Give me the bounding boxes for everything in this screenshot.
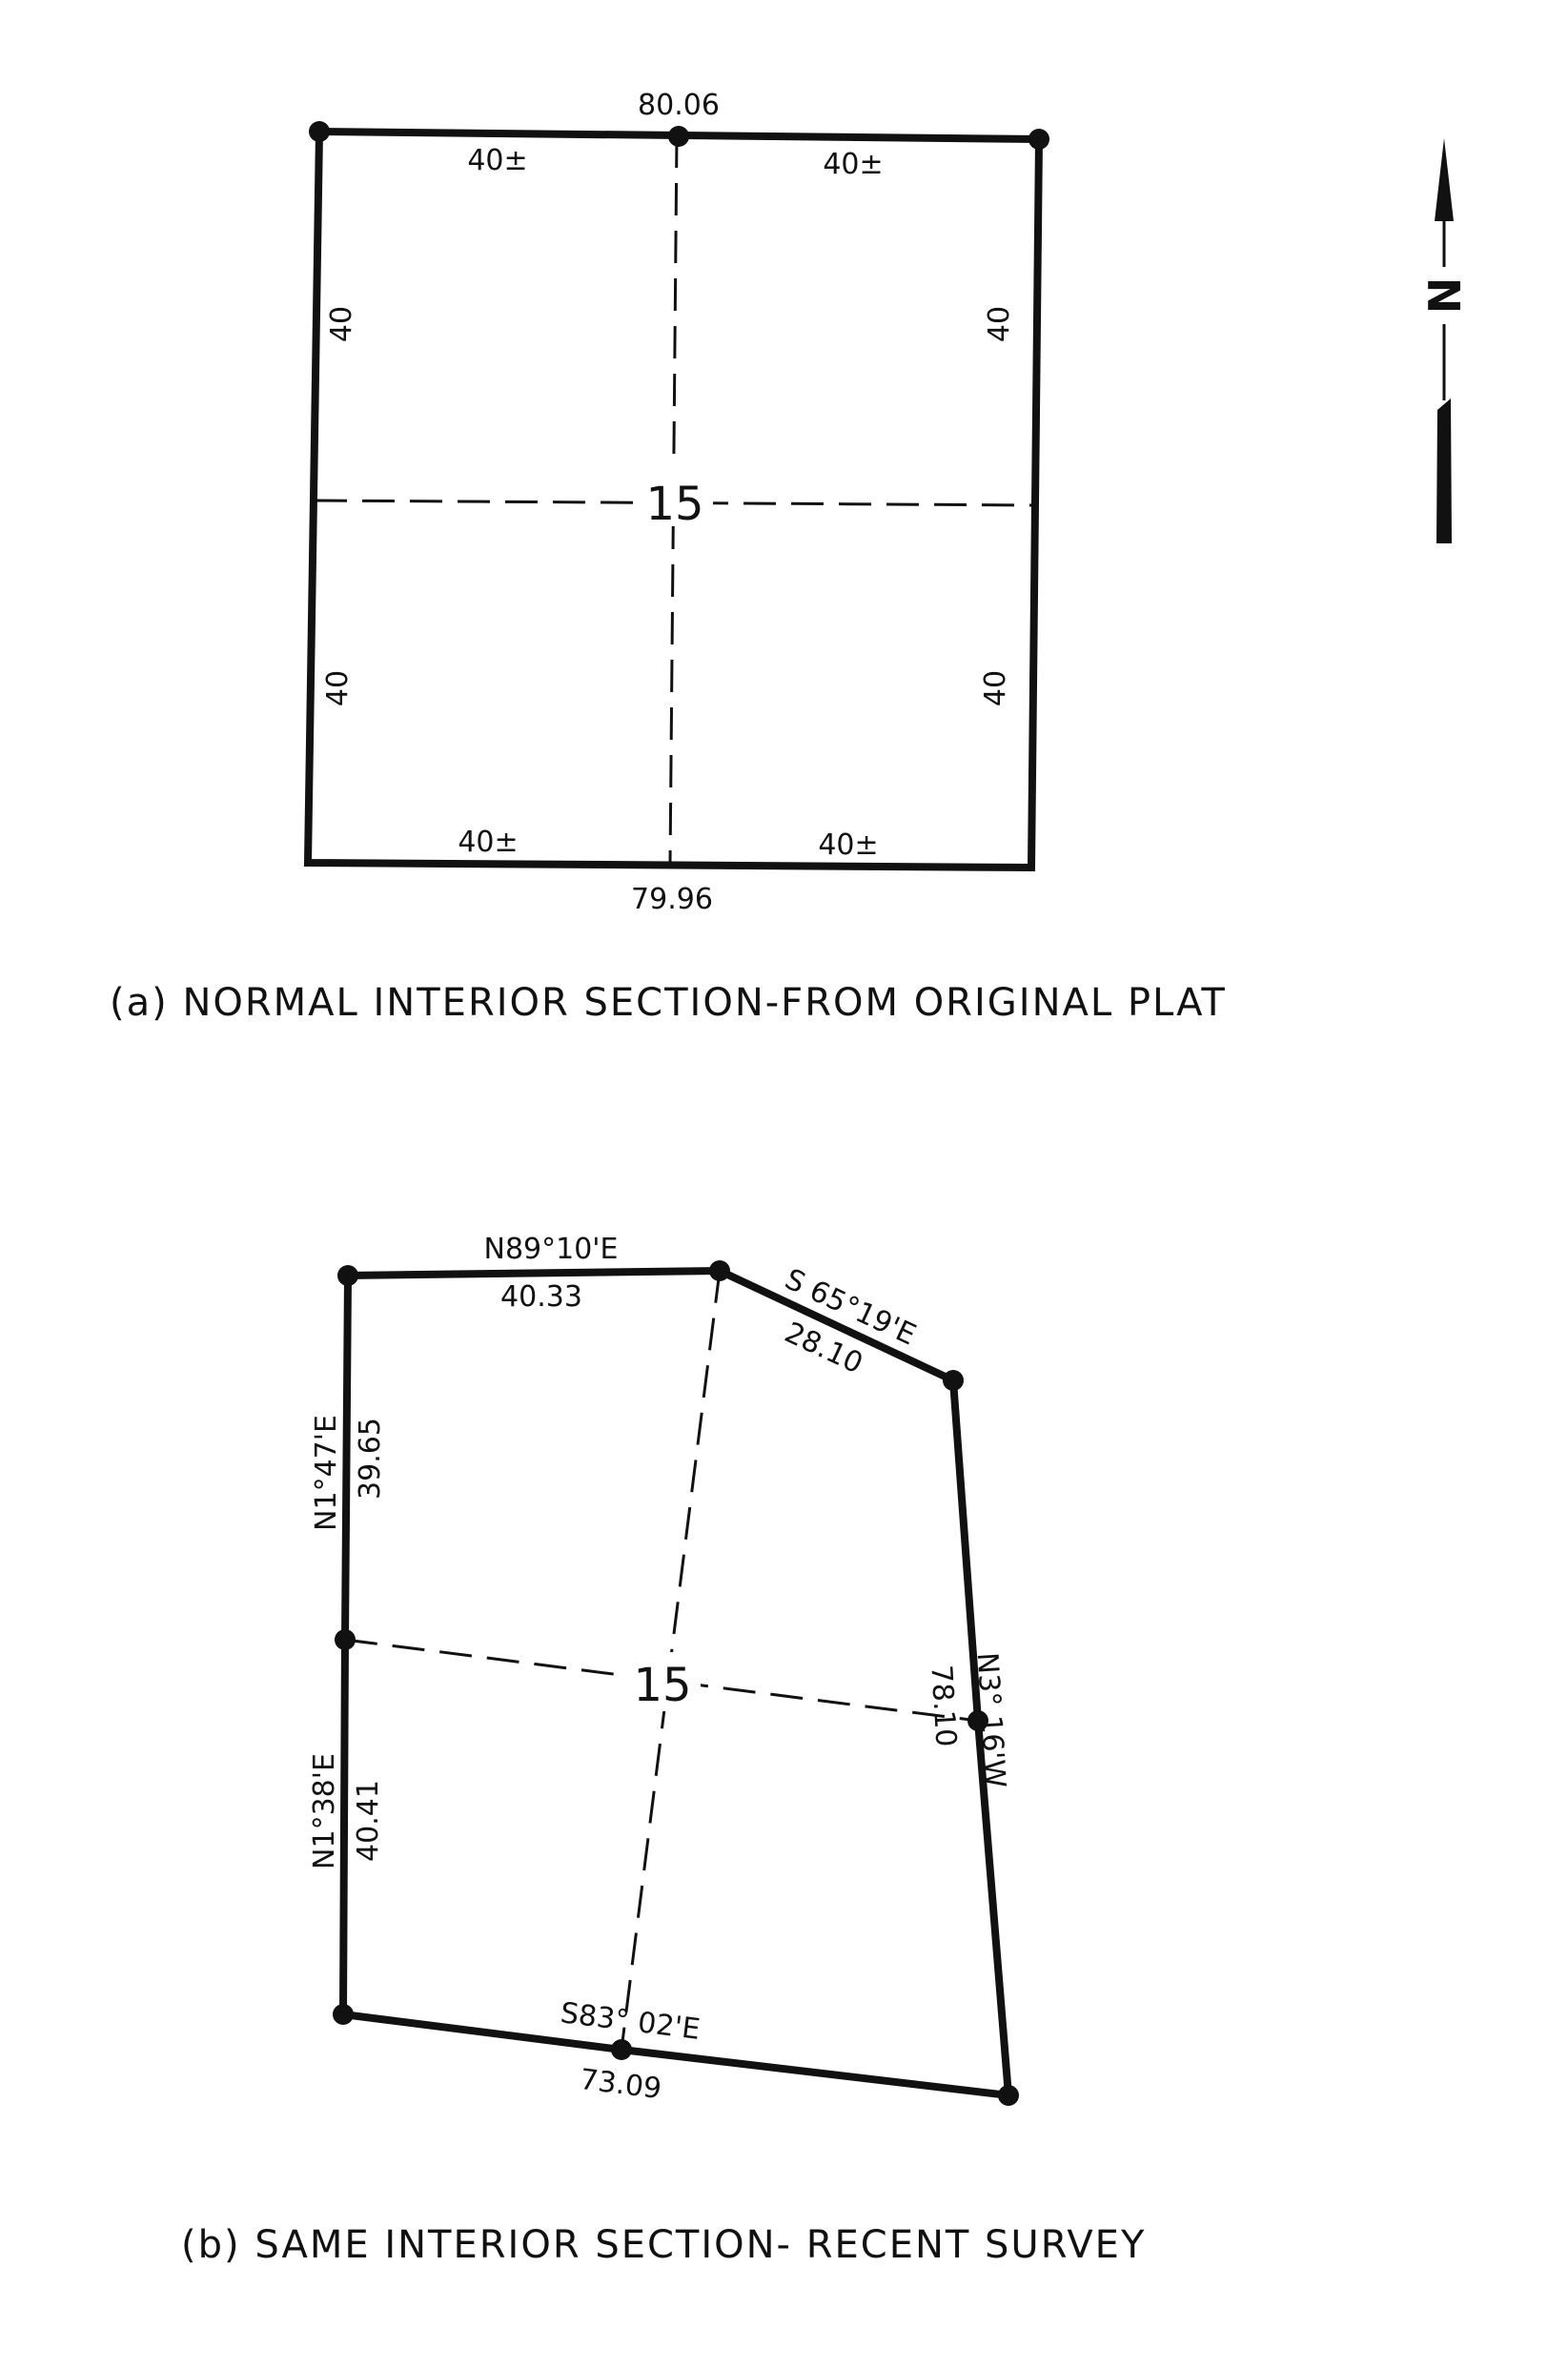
plat-b-corner-e-quarter [967,1710,988,1731]
plat-b-north-distance: 40.33 [500,1280,582,1314]
plat-a-south-right-label: 40± [818,828,878,862]
plat-a-east-upper-label: 40 [983,306,1016,342]
plat-b-west-lower-distance: 40.41 [352,1780,385,1862]
plat-b-corner-w-quarter [335,1629,356,1650]
plat-b-west-upper-distance: 39.65 [354,1418,387,1500]
north-arrow-tail [1436,398,1452,543]
plat-b-horizontal-quarter-line [344,1638,979,1723]
plat-b-west-lower-bearing: N1°38'E [308,1753,341,1869]
plat-b-caption: (b) SAME INTERIOR SECTION- RECENT SURVEY [181,2223,1146,2267]
plat-b-east-distance: 78.10 [924,1664,962,1747]
plat-b-north-bearing: N89°10'E [484,1233,619,1266]
plat-a-section-number-mask [637,469,713,526]
plat-a-east-lower-label: 40 [979,670,1012,706]
plat-b: N89°10'E 40.33 S 65°19'E 28.10 N1°47'E 3… [308,1233,1019,2106]
plat-a-north-total: 80.06 [638,89,720,122]
plat-a-caption: (a) NORMAL INTERIOR SECTION-FROM ORIGINA… [110,981,1227,1025]
plat-b-west-upper-bearing: N1°47'E [310,1415,343,1531]
plat-a-section-number: 15 [645,478,703,531]
north-arrow: N [1419,138,1471,543]
plat-a-corner-n-quarter [668,126,689,147]
plat-b-corner-sw [333,2004,354,2025]
plat-a-south-left-label: 40± [458,826,518,859]
plat-b-south-distance: 73.09 [578,2063,663,2106]
plat-b-south-bearing: S83° 02'E [559,1996,702,2047]
plat-b-corner-ne [943,1370,964,1391]
plat-a-west-lower-label: 40 [321,670,355,706]
north-arrow-label: N [1419,277,1471,315]
plat-b-corner-n-quarter [709,1260,730,1281]
plat-b-section-number-mask [624,1652,701,1711]
plat-b-east-bearing: N3° 16'W [970,1651,1012,1788]
plat-a: 80.06 40± 40± 40± 40± 79.96 40 40 40 40 … [303,89,1049,916]
plat-a-corner-ne [1028,129,1049,150]
plat-a-boundary [303,127,1044,872]
plat-a-north-left-label: 40± [467,144,527,177]
plat-a-west-upper-label: 40 [325,306,358,342]
plat-a-corner-nw [309,121,330,142]
north-arrow-head [1435,138,1454,221]
plat-b-section-number: 15 [633,1659,691,1712]
plat-a-north-right-label: 40± [823,148,883,181]
plat-b-corner-s-quarter [611,2039,632,2060]
plat-b-corner-nw [337,1265,358,1286]
plat-a-south-total: 79.96 [631,883,713,916]
plat-b-corner-se [998,2085,1019,2106]
